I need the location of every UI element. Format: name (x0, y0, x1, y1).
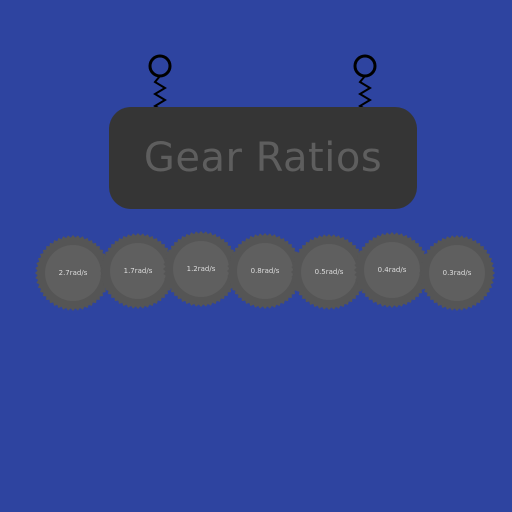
gear-hub (364, 242, 420, 298)
gear-speed-label: 2.7rad/s (58, 269, 88, 277)
gear-6[interactable] (352, 230, 432, 310)
gear-speed-label: 1.7rad/s (123, 267, 153, 275)
gear-speed-label: 0.3rad/s (442, 269, 472, 277)
sign-title: Gear Ratios (143, 135, 383, 181)
gear-speed-label: 1.2rad/s (186, 265, 216, 273)
gear-hub (45, 245, 101, 301)
gear-1[interactable] (33, 233, 113, 313)
gear-speed-label: 0.4rad/s (377, 266, 407, 274)
gear-speed-label: 0.5rad/s (314, 268, 344, 276)
gear-hub (301, 244, 357, 300)
gear-5[interactable] (289, 232, 369, 312)
gear-speed-label: 0.8rad/s (250, 267, 280, 275)
gear-4[interactable] (225, 231, 305, 311)
gear-hub (237, 243, 293, 299)
gear-2[interactable] (98, 231, 178, 311)
gear-hub (429, 245, 485, 301)
gear-hub (173, 241, 229, 297)
gear-7[interactable] (417, 233, 497, 313)
gear-hub (110, 243, 166, 299)
gear-3[interactable] (161, 229, 241, 309)
title-sign: Gear Ratios (109, 107, 417, 209)
